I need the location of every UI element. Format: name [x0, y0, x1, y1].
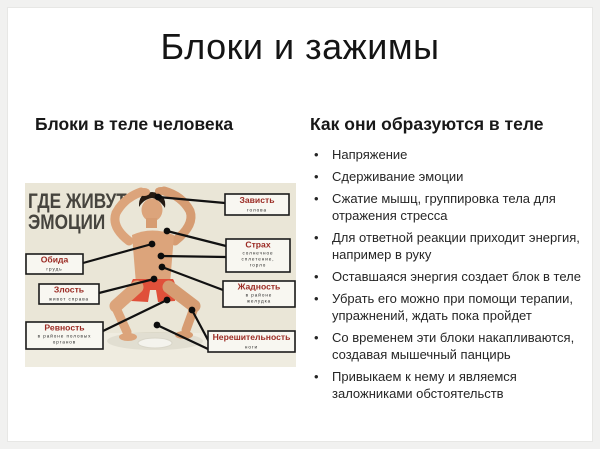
- bullet-text: Сдерживание эмоции: [332, 169, 464, 184]
- svg-text:грудь: грудь: [46, 267, 62, 272]
- bullet-icon: •: [314, 369, 319, 384]
- body-point-dot: [154, 193, 162, 201]
- body-point-dot: [153, 321, 161, 329]
- body-point-dot: [157, 252, 165, 260]
- diagram-label-anger: Злость живот справа: [38, 283, 100, 305]
- svg-text:горло: горло: [250, 263, 267, 268]
- bullet-item: • Напряжение: [310, 146, 582, 163]
- bullet-text: Со временем эти блоки накапливаются, соз…: [332, 330, 575, 362]
- bullet-icon: •: [314, 291, 319, 306]
- svg-text:ноги: ноги: [245, 345, 258, 350]
- diagram-label-indecision: Нерешительность ноги: [207, 330, 296, 353]
- svg-text:солнечное: солнечное: [242, 251, 273, 256]
- body-point-dot: [158, 263, 166, 271]
- bullet-text: Привыкаем к нему и являемся заложниками …: [332, 369, 517, 401]
- figure-torso: [132, 230, 174, 288]
- figure-left-thigh: [109, 280, 144, 313]
- pointer-line-resentment: [81, 242, 154, 265]
- diagram-title: ГДЕ ЖИВУТ ЭМОЦИИ: [28, 191, 127, 235]
- bullet-text: Оставшаяся энергия создает блок в теле: [332, 269, 581, 284]
- right-column-heading: Как они образуются в теле: [310, 114, 544, 134]
- bullet-icon: •: [314, 230, 319, 245]
- bullet-item: • Для ответной реакции приходит энергия, …: [310, 229, 582, 263]
- bullet-text: Для ответной реакции приходит энергия, н…: [332, 230, 580, 262]
- bullet-icon: •: [314, 169, 319, 184]
- body-point-dot: [150, 275, 158, 283]
- svg-text:ГДЕ ЖИВУТ: ГДЕ ЖИВУТ: [28, 191, 127, 214]
- figure-hands: [155, 187, 167, 195]
- bullet-item: • Сжатие мышц, группировка тела для отраж…: [310, 190, 582, 224]
- pointer-lines: [81, 195, 228, 351]
- body-point-dots: [148, 193, 196, 329]
- figure-right-thigh: [162, 280, 201, 313]
- bullet-icon: •: [314, 191, 319, 206]
- body-point-dot: [188, 306, 196, 314]
- bullet-item: • Сдерживание эмоции: [310, 168, 582, 185]
- svg-text:ЭМОЦИИ: ЭМОЦИИ: [28, 212, 105, 235]
- svg-text:в районе половых: в районе половых: [38, 333, 92, 339]
- bullet-icon: •: [314, 147, 319, 162]
- crouching-figure: [109, 186, 201, 349]
- pointer-line-indecision-foot: [155, 323, 210, 351]
- diagram-label-jealousy: Ревность в районе половых органов: [25, 321, 104, 350]
- svg-text:Страх: Страх: [245, 240, 270, 250]
- bullet-item: • Убрать его можно при помощи терапии, уп…: [310, 290, 582, 324]
- bullet-text: Сжатие мышц, группировка тела для отраже…: [332, 191, 556, 223]
- bullet-item: • Оставшаяся энергия создает блок в теле: [310, 268, 582, 285]
- svg-text:желудка: желудка: [247, 299, 271, 304]
- bathroom-scale: [137, 337, 173, 349]
- diagram-label-greed: Жадность в районе желудка: [222, 280, 296, 308]
- diagram-label-envy: Зависть голова: [224, 193, 290, 216]
- diagram-label-resentment: Обида грудь: [25, 253, 84, 275]
- pointer-line-greed: [160, 265, 225, 292]
- bullet-item: • Привыкаем к нему и являемся заложниками…: [310, 368, 582, 402]
- body-point-dot: [163, 296, 171, 304]
- figure-head: [141, 198, 163, 222]
- slide-title: Блоки и зажимы: [160, 26, 440, 67]
- svg-text:голова: голова: [247, 208, 267, 213]
- figure-neck: [146, 218, 157, 228]
- svg-text:органов: органов: [53, 340, 76, 345]
- emotions-body-diagram: ГДЕ ЖИВУТ ЭМОЦИИ: [25, 183, 296, 367]
- svg-text:Зависть: Зависть: [239, 195, 274, 205]
- svg-text:Злость: Злость: [54, 285, 84, 295]
- svg-text:Обида: Обида: [41, 255, 69, 265]
- figure-left-arm: [110, 187, 146, 246]
- figure-hands: [138, 188, 150, 196]
- figure-left-foot: [119, 333, 137, 341]
- diagram-label-fear: Страх солнечное сплетение, горло: [225, 238, 291, 273]
- svg-text:сплетение,: сплетение,: [242, 257, 275, 262]
- svg-text:Ревность: Ревность: [44, 323, 84, 333]
- bullet-list: • Напряжение • Сдерживание эмоции • Сжатие …: [310, 146, 582, 407]
- pointer-line-fear-plexus: [159, 254, 228, 259]
- pointer-line-jealousy: [101, 298, 169, 333]
- pointer-line-envy: [156, 195, 227, 205]
- bullet-item: • Со временем эти блоки накапливаются, со…: [310, 329, 582, 363]
- svg-text:живот справа: живот справа: [49, 297, 89, 302]
- svg-text:Жадность: Жадность: [237, 282, 281, 292]
- body-point-dot: [148, 240, 156, 248]
- left-column-heading: Блоки в теле человека: [35, 114, 234, 134]
- figure-left-calf: [111, 303, 132, 337]
- bullet-icon: •: [314, 330, 319, 345]
- figure-right-foot: [175, 331, 193, 339]
- bullet-icon: •: [314, 269, 319, 284]
- pointer-line-indecision-knee: [190, 308, 210, 342]
- svg-text:Нерешительность: Нерешительность: [213, 332, 291, 342]
- pointer-line-anger: [97, 277, 156, 295]
- bullet-text: Убрать его можно при помощи терапии, упр…: [332, 291, 574, 323]
- pointer-line-fear-throat: [165, 229, 228, 248]
- svg-text:в районе: в районе: [246, 292, 273, 298]
- bullet-text: Напряжение: [332, 147, 408, 162]
- figure-right-arm: [159, 186, 196, 246]
- body-point-dot: [163, 227, 171, 235]
